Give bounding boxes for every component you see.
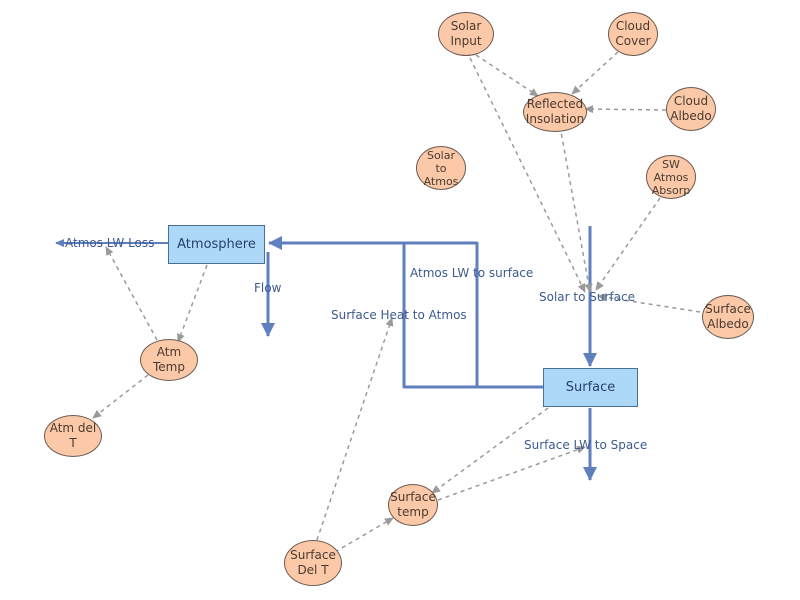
converter-surface-temp[interactable]: Surface temp <box>388 484 438 526</box>
converter-sw-atmos-absorp[interactable]: SW Atmos Absorp <box>646 155 696 199</box>
flow-label-flow: Flow <box>254 281 282 295</box>
converter-atm-temp-label: Atm Temp <box>153 345 185 374</box>
flow-label-surface-heat-to-atmos: Surface Heat to Atmos <box>331 308 467 322</box>
connector-surface-del-t-to-surface-temp <box>334 517 394 553</box>
converter-surface-albedo-label: Surface Albedo <box>705 302 751 331</box>
connector-cloud-albedo-to-reflected <box>584 105 667 114</box>
connector-surface-temp-to-lw-space <box>437 445 586 501</box>
connector-cloud-cover-to-reflected <box>571 51 619 95</box>
converter-atm-temp[interactable]: Atm Temp <box>140 339 198 381</box>
converter-surface-temp-label: Surface temp <box>390 490 436 519</box>
connector-reflected-to-surface <box>559 125 593 293</box>
converter-cloud-cover[interactable]: Cloud Cover <box>608 12 658 56</box>
converter-surface-del-t-label: Surface Del T <box>290 548 336 577</box>
flow-label-solar-to-surface: Solar to Surface <box>539 290 635 304</box>
flow-pipe-atmos-lw-to-surface[interactable] <box>268 236 543 389</box>
stock-surface-label: Surface <box>565 380 616 395</box>
flow-label-surface-lw-to-space: Surface LW to Space <box>524 438 648 452</box>
converter-solar-input[interactable]: Solar Input <box>438 12 494 56</box>
connector-solar-input-to-surface <box>469 57 586 293</box>
connector-surface-del-t-to-heat <box>316 317 394 541</box>
connector-atmosphere-to-atm-temp <box>177 264 208 343</box>
converter-cloud-albedo-label: Cloud Albedo <box>670 94 712 123</box>
flow-label-atmos-lw-loss: Atmos LW Loss <box>65 236 155 250</box>
converter-cloud-albedo[interactable]: Cloud Albedo <box>666 87 716 131</box>
connector-sw-atmos-to-surface <box>595 197 661 291</box>
connector-atm-temp-to-atm-del-t <box>92 374 149 419</box>
connector-atm-temp-to-lw-loss <box>105 246 158 341</box>
converter-atm-del-t-label: Atm del T <box>49 421 97 450</box>
converter-cloud-cover-label: Cloud Cover <box>615 19 651 48</box>
converter-atm-del-t[interactable]: Atm del T <box>44 415 102 457</box>
converter-surface-del-t[interactable]: Surface Del T <box>284 540 342 586</box>
converter-reflected-insolation[interactable]: Reflected Insolation <box>523 92 587 132</box>
flow-label-atmos-lw-to-surface: Atmos LW to surface <box>410 266 534 280</box>
connector-surface-albedo-to-surface <box>597 293 701 313</box>
converter-solar-to-atmos-label: Solar to Atmos <box>423 148 459 188</box>
stock-atmosphere-label: Atmosphere <box>177 237 256 252</box>
flow-pipe-surface-heat-to-atmos[interactable] <box>402 243 477 389</box>
converter-solar-input-label: Solar Input <box>450 19 482 48</box>
converter-sw-atmos-absorp-label: SW Atmos Absorp <box>651 157 691 197</box>
converter-reflected-insolation-label: Reflected Insolation <box>525 97 585 126</box>
converter-surface-albedo[interactable]: Surface Albedo <box>702 295 754 339</box>
converter-solar-to-atmos[interactable]: Solar to Atmos <box>416 146 466 190</box>
stock-surface[interactable]: Surface <box>543 368 638 407</box>
stock-atmosphere[interactable]: Atmosphere <box>168 225 265 264</box>
